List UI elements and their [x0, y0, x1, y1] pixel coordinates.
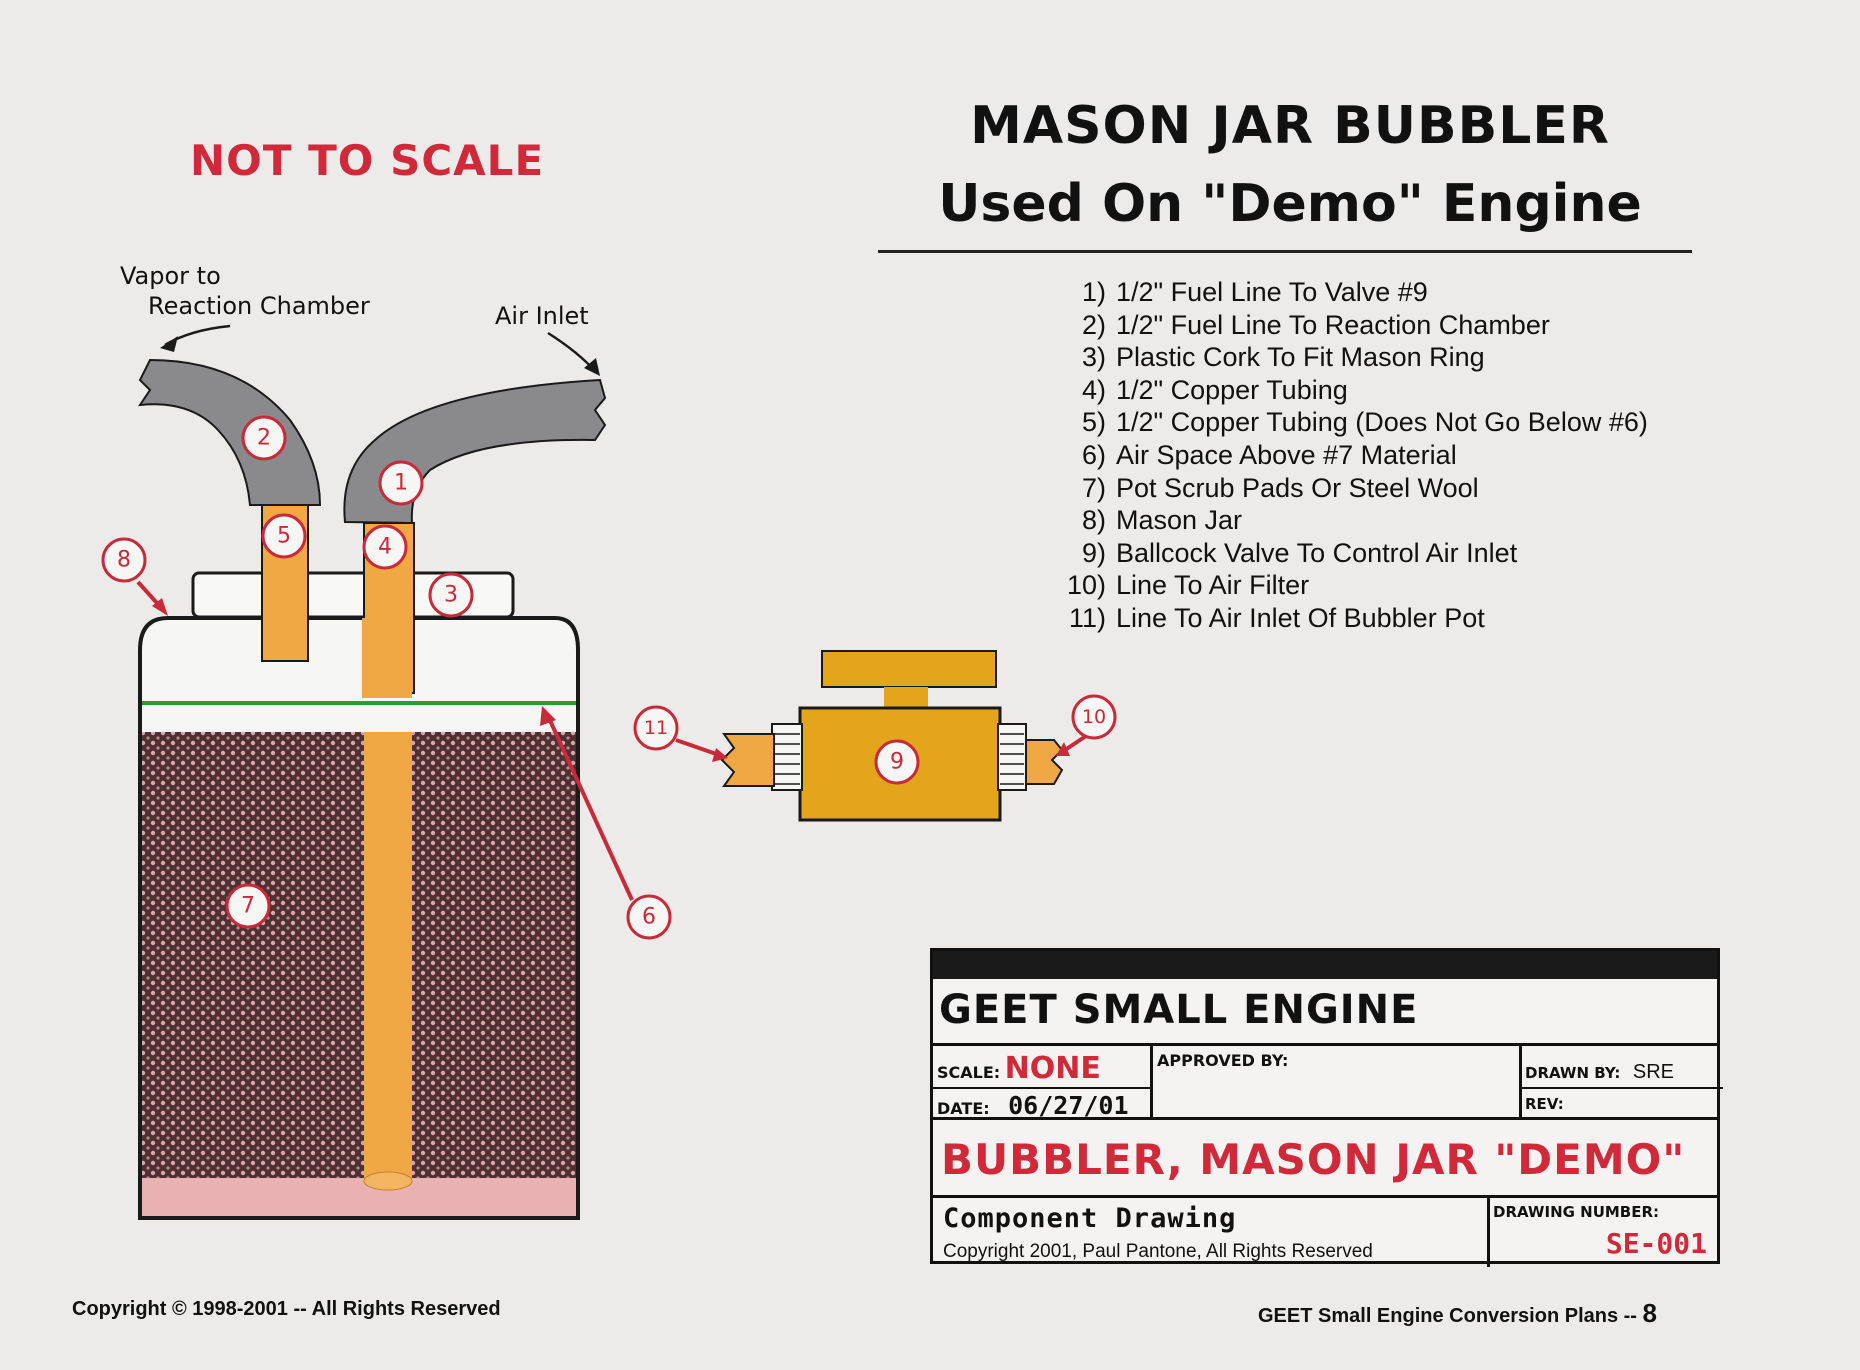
part-description: Pot Scrub Pads Or Steel Wool — [1116, 472, 1479, 503]
part-number: 9) — [1081, 537, 1106, 568]
part-number: 1) — [1081, 277, 1106, 307]
title-block-company: GEET SMALL ENGINE — [939, 987, 1419, 1033]
component-drawing-label: Component Drawing — [943, 1203, 1237, 1234]
part-description: Plastic Cork To Fit Mason Ring — [1116, 342, 1485, 373]
part-description: 1/2" Fuel Line To Reaction Chamber — [1116, 309, 1550, 340]
footer-copyright: Copyright © 1998-2001 -- All Rights Rese… — [72, 1298, 501, 1320]
part-description: Ballcock Valve To Control Air Inlet — [1116, 537, 1518, 568]
date-value: 06/27/01 — [1008, 1091, 1129, 1120]
parts-list-item: 3) Plastic Cork To Fit Mason Ring — [1060, 341, 1648, 374]
footer-plans-text: GEET Small Engine Conversion Plans -- — [1258, 1305, 1637, 1327]
parts-list-item: 6) Air Space Above #7 Material — [1060, 439, 1648, 472]
parts-list: 1) 1/2" Fuel Line To Valve #9 2) 1/2" Fuel … — [1060, 276, 1648, 635]
callout-11: 11 — [644, 717, 668, 739]
ballcock-valve — [720, 650, 1064, 822]
title-block-copyright: Copyright 2001, Paul Pantone, All Rights… — [943, 1241, 1373, 1262]
parts-list-item: 9) Ballcock Valve To Control Air Inlet — [1060, 537, 1648, 570]
title-divider — [878, 250, 1692, 253]
part-number: 4) — [1081, 374, 1106, 405]
drawing-title: BUBBLER, MASON JAR "DEMO" — [941, 1135, 1686, 1184]
part-description: Line To Air Inlet Of Bubbler Pot — [1116, 602, 1485, 633]
callout-5: 5 — [277, 524, 291, 549]
parts-list-item: 4) 1/2" Copper Tubing — [1060, 374, 1648, 407]
drawn-label: DRAWN BY: — [1525, 1064, 1621, 1082]
parts-list-item: 11) Line To Air Inlet Of Bubbler Pot — [1060, 602, 1648, 635]
rev-label: REV: — [1525, 1095, 1564, 1113]
leader-11 — [675, 738, 723, 758]
page-subtitle: Used On "Demo" Engine — [938, 174, 1642, 234]
air-inlet-label: Air Inlet — [495, 302, 589, 330]
fuel-line-hose-1 — [343, 378, 607, 525]
callout-4: 4 — [378, 535, 392, 560]
part-number: 8) — [1081, 505, 1106, 536]
approved-label: APPROVED BY: — [1157, 1051, 1289, 1070]
callout-6: 6 — [642, 905, 656, 930]
drawn-value: SRE — [1632, 1061, 1675, 1083]
date-label: DATE: — [937, 1099, 990, 1118]
part-description: Air Space Above #7 Material — [1116, 439, 1457, 470]
callout-9: 9 — [890, 750, 904, 775]
part-number: 7) — [1081, 472, 1106, 503]
callout-2: 2 — [257, 426, 271, 451]
part-description: 1/2" Copper Tubing (Does Not Go Below #6… — [1116, 407, 1648, 438]
parts-list-item: 7) Pot Scrub Pads Or Steel Wool — [1060, 472, 1648, 505]
callout-1: 1 — [394, 471, 408, 496]
mason-jar — [138, 616, 580, 1220]
drawn-field: DRAWN BY: SRE — [1525, 1061, 1674, 1084]
parts-list-item: 8) Mason Jar — [1060, 504, 1648, 537]
drawing-number-label: DRAWING NUMBER: — [1493, 1203, 1660, 1221]
part-number: 5) — [1081, 407, 1106, 438]
callout-10: 10 — [1082, 706, 1106, 728]
callout-8: 8 — [117, 548, 131, 573]
scale-value: NONE — [1004, 1051, 1101, 1086]
date-field: DATE: 06/27/01 — [937, 1091, 1129, 1120]
scale-field: SCALE: NONE — [937, 1051, 1101, 1086]
copper-tube-long-lower — [364, 732, 412, 1184]
fuel-line-hose-2 — [137, 358, 322, 506]
vapor-label-line2: Reaction Chamber — [148, 292, 370, 320]
title-block-bar — [933, 951, 1717, 979]
part-number: 11) — [1068, 602, 1106, 633]
page-title: MASON JAR BUBBLER — [970, 96, 1610, 156]
callout-3: 3 — [444, 583, 458, 608]
part-number: 10) — [1066, 570, 1106, 601]
parts-list-item: 10) Line To Air Filter — [1060, 569, 1648, 602]
part-number: 6) — [1081, 439, 1106, 470]
drawing-number: SE-001 — [1605, 1227, 1707, 1260]
parts-list-item: 5) 1/2" Copper Tubing (Does Not Go Below … — [1060, 406, 1648, 439]
title-block: GEET SMALL ENGINE SCALE: NONE DATE: 06/2… — [930, 948, 1723, 1267]
part-number: 3) — [1081, 342, 1106, 373]
part-number: 2) — [1081, 309, 1106, 340]
footer-plans: GEET Small Engine Conversion Plans -- 8 — [1258, 1298, 1657, 1329]
scrub-pad-material — [142, 732, 576, 1178]
not-to-scale-note: NOT TO SCALE — [190, 136, 545, 185]
page-number: 8 — [1642, 1298, 1657, 1328]
part-description: Line To Air Filter — [1116, 570, 1310, 601]
scale-label: SCALE: — [937, 1063, 1001, 1082]
part-description: 1/2" Fuel Line To Valve #9 — [1116, 277, 1428, 307]
parts-list-item: 2) 1/2" Fuel Line To Reaction Chamber — [1060, 309, 1648, 342]
callout-7: 7 — [241, 894, 255, 919]
part-description: Mason Jar — [1116, 505, 1243, 536]
parts-list-item: 1) 1/2" Fuel Line To Valve #9 — [1060, 276, 1648, 309]
leader-6 — [546, 715, 634, 901]
part-description: 1/2" Copper Tubing — [1116, 374, 1348, 405]
vapor-label-line1: Vapor to — [120, 262, 221, 290]
